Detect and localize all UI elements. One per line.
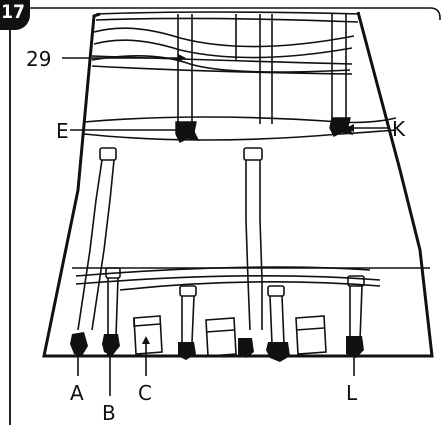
label-b: B [102,401,116,425]
buckle-e [175,121,200,143]
label-l: L [346,381,358,405]
lower-bar [72,266,430,291]
middle-strap [83,116,397,141]
label-e: E [56,119,69,143]
label-29: 29 [26,47,51,71]
buckle-a [70,332,88,356]
top-straps [91,11,361,75]
leader-arrows [74,54,358,356]
left-shoulder-strap [77,147,117,331]
back-panel [42,11,434,358]
leader-lines [62,57,390,396]
label-k: K [392,117,406,141]
pad-right [295,315,327,355]
step-badge: 17 [0,0,30,30]
vertical-webbing [177,14,347,124]
buckle-l [346,336,364,358]
buckle-b [102,334,120,356]
label-c: C [138,381,152,405]
label-a: A [70,381,84,405]
buckle-lower-center [178,338,290,362]
pad-center [205,317,237,357]
center-shoulder-strap [243,147,263,331]
pads [133,315,327,357]
pad-c [133,315,163,355]
step-number: 17 [1,1,25,23]
buckle-k [329,117,354,137]
lower-straps [105,267,365,345]
